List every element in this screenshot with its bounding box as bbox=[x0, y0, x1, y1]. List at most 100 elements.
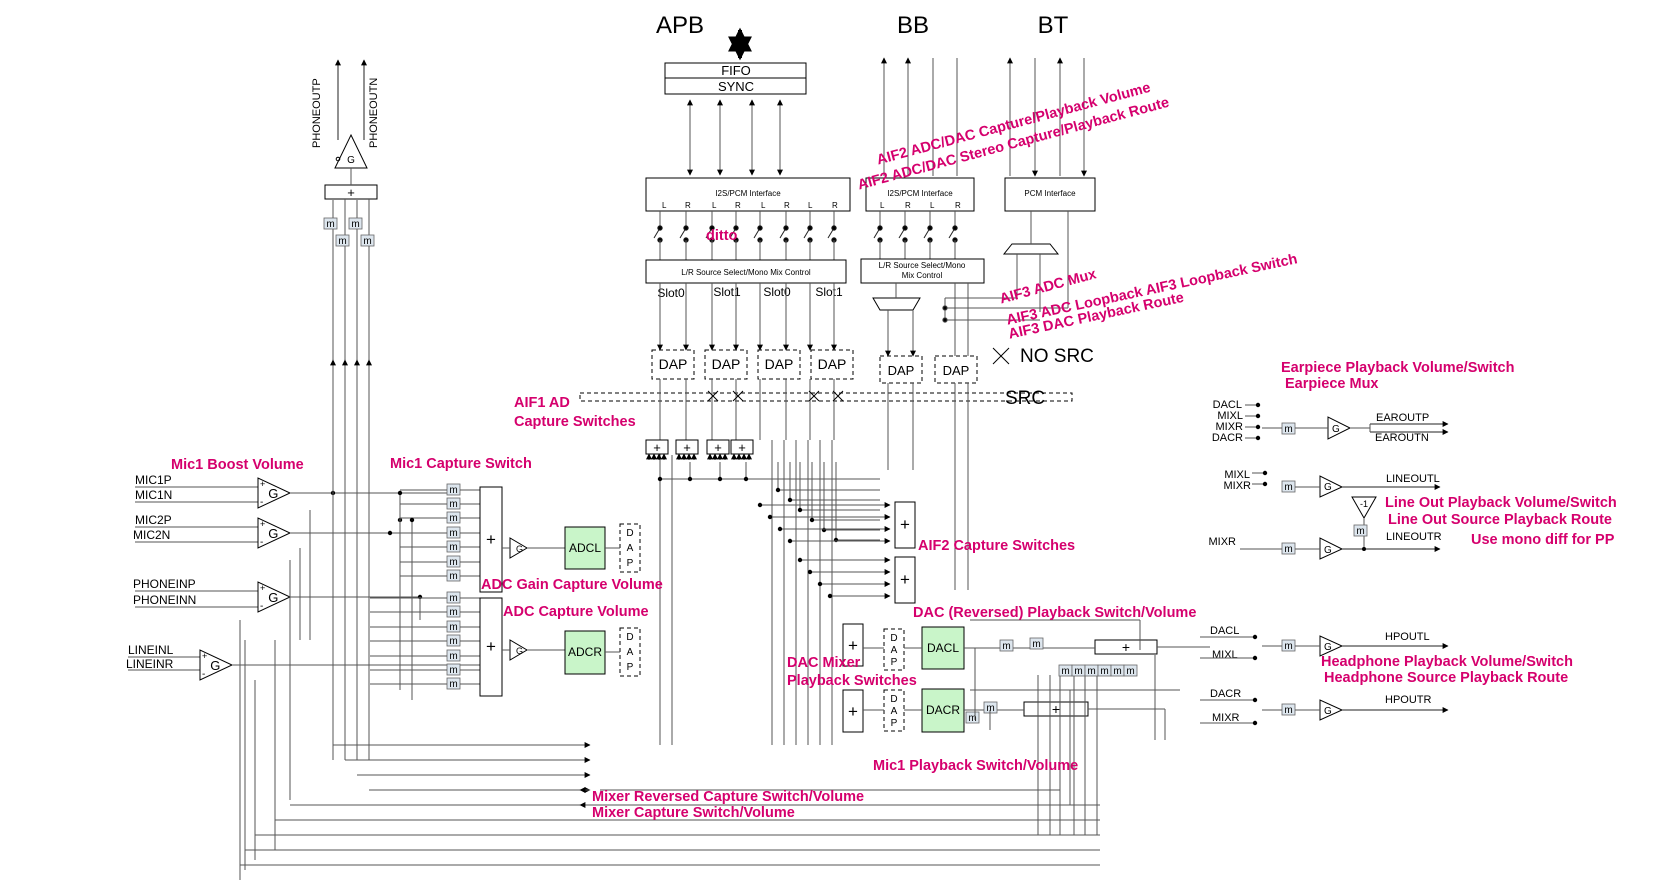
svg-text:G: G bbox=[1324, 482, 1332, 493]
dap-label: DAP bbox=[659, 356, 688, 372]
junction-dot bbox=[783, 225, 789, 231]
svg-text:+: + bbox=[848, 702, 858, 721]
junction-dot bbox=[687, 476, 693, 482]
mixer-switch-label: m bbox=[1284, 705, 1292, 716]
svg-text:R: R bbox=[955, 201, 961, 210]
svg-text:I2S/PCM Interface: I2S/PCM Interface bbox=[887, 189, 953, 198]
svg-text:+: + bbox=[848, 636, 858, 655]
mixer-switch-label: m bbox=[449, 651, 457, 662]
gain-label: G bbox=[268, 486, 278, 501]
junction-dot bbox=[809, 517, 815, 523]
aif2-capture-annotation: AIF2 Capture Switches bbox=[918, 538, 1076, 554]
mixer-reversed-annotation: Mixer Reversed Capture Switch/Volume bbox=[592, 789, 865, 805]
mixer-switch-label: m bbox=[326, 219, 334, 230]
mixer-switch: m bbox=[1084, 664, 1099, 677]
svg-text:+: + bbox=[1122, 639, 1130, 655]
mixer-switch: m bbox=[348, 217, 363, 230]
headphone-volume-annotation: Headphone Playback Volume/Switch bbox=[1321, 654, 1573, 670]
junction-dot bbox=[1252, 720, 1258, 726]
svg-text:EAROUTN: EAROUTN bbox=[1375, 432, 1429, 444]
svg-text:G: G bbox=[1332, 424, 1340, 435]
src-cross-marks bbox=[707, 390, 844, 402]
svg-text:PCM Interface: PCM Interface bbox=[1024, 189, 1076, 198]
adc-right-mixer: + bbox=[479, 597, 503, 697]
svg-text:+: + bbox=[1052, 701, 1060, 717]
mixer-switch-label: m bbox=[449, 593, 457, 604]
svg-text:R: R bbox=[784, 201, 790, 210]
junction-dot bbox=[733, 225, 739, 231]
mixer-switch-label: m bbox=[1356, 526, 1364, 537]
junction-dot bbox=[797, 507, 803, 513]
junction-dot bbox=[787, 497, 793, 503]
bt-wires bbox=[1007, 57, 1087, 177]
mixer-switch: m bbox=[446, 526, 461, 539]
mixer-switch-label: m bbox=[449, 499, 457, 510]
junction-dot bbox=[409, 517, 415, 523]
mixer-switch: m bbox=[1110, 664, 1125, 677]
mic1p-label: MIC1P bbox=[135, 473, 172, 487]
junction-dot bbox=[942, 317, 948, 323]
junction-dot bbox=[1252, 697, 1258, 703]
mixer-switch: m bbox=[965, 711, 980, 724]
svg-text:R: R bbox=[685, 201, 691, 210]
svg-text:MIXR: MIXR bbox=[1212, 712, 1240, 724]
junction-dot bbox=[683, 225, 689, 231]
mixer-switch-label: m bbox=[986, 703, 994, 714]
svg-text:ADCL: ADCL bbox=[569, 541, 601, 555]
phone-in-gain: G+- bbox=[257, 581, 292, 613]
mixer-switch-label: m bbox=[449, 636, 457, 647]
gain-label: G bbox=[268, 526, 278, 541]
mixer-switch: m bbox=[1281, 422, 1296, 435]
mixer-switch: m bbox=[1097, 664, 1112, 677]
svg-text:-1: -1 bbox=[1360, 499, 1368, 509]
svg-text:D: D bbox=[626, 632, 633, 643]
junction-dot bbox=[1252, 634, 1258, 640]
small-adder-plus: + bbox=[738, 440, 746, 455]
svg-text:MIXR: MIXR bbox=[1209, 536, 1237, 548]
polarity-plus: + bbox=[260, 583, 265, 593]
fifo-sync-block: FIFO SYNC bbox=[664, 62, 807, 95]
svg-text:+: + bbox=[900, 515, 910, 534]
junction-dot bbox=[942, 305, 948, 311]
aif2-capture-mixer-1: + bbox=[894, 501, 916, 549]
svg-text:MIXL: MIXL bbox=[1212, 649, 1238, 661]
junction-dot bbox=[1255, 413, 1261, 419]
adc-left-gain: G bbox=[509, 537, 528, 559]
polarity-minus: - bbox=[260, 537, 263, 548]
slot1-label-a: Slot1 bbox=[713, 285, 741, 299]
svg-text:DACL: DACL bbox=[927, 641, 959, 655]
svg-text:L/R Source Select/Mono: L/R Source Select/Mono bbox=[879, 261, 966, 270]
svg-text:ADCR: ADCR bbox=[568, 645, 602, 659]
svg-text:+: + bbox=[486, 637, 496, 656]
mixer-switch: m bbox=[1281, 639, 1296, 652]
svg-text:G: G bbox=[1324, 545, 1332, 556]
junction-dot bbox=[831, 225, 837, 231]
phoneinp-label: PHONEINP bbox=[133, 577, 196, 591]
svg-text:P: P bbox=[891, 657, 898, 668]
mixer-switch-label: m bbox=[968, 713, 976, 724]
mixer-switch-label: m bbox=[1284, 424, 1292, 435]
mixer-switch: m bbox=[1029, 637, 1044, 650]
mixer-switch-label: m bbox=[1284, 482, 1292, 493]
lineout-volume-annotation: Line Out Playback Volume/Switch bbox=[1385, 495, 1617, 511]
junction-dot bbox=[821, 527, 827, 533]
svg-text:L: L bbox=[761, 201, 766, 210]
ditto-annotation: ditto bbox=[706, 228, 738, 244]
mixer-switch: m bbox=[1071, 664, 1086, 677]
mixer-switch-label: m bbox=[449, 557, 457, 568]
mixer-switch-label: m bbox=[449, 607, 457, 618]
mic1-capture-annotation: Mic1 Capture Switch bbox=[390, 456, 532, 472]
junction-dot bbox=[767, 514, 773, 520]
aif3-mux bbox=[1002, 243, 1060, 255]
dacl-block: DACL bbox=[921, 626, 965, 670]
svg-text:R: R bbox=[735, 201, 741, 210]
no-src-label: NO SRC bbox=[1020, 346, 1094, 367]
junction-dot bbox=[775, 487, 781, 493]
svg-text:A: A bbox=[891, 645, 898, 656]
junction-dot bbox=[1252, 655, 1258, 661]
small-adder-plus: + bbox=[653, 440, 661, 455]
phone-out-section: PHONEOUTP PHONEOUTN G + bbox=[311, 59, 380, 200]
